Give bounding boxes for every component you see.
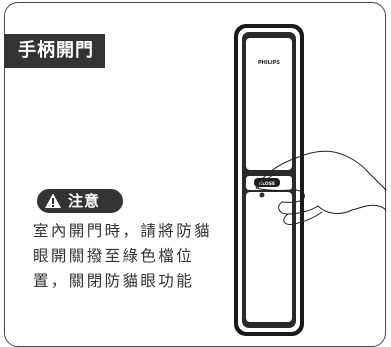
instruction-line: 眼開關撥至綠色檔位 bbox=[33, 247, 195, 265]
section-title: 手柄開門 bbox=[4, 34, 105, 68]
brand-logo: PHILIPS bbox=[258, 60, 280, 66]
instruction-line: 室內開門時，請將防貓 bbox=[33, 222, 213, 240]
hand-illustration bbox=[255, 150, 387, 225]
notice-badge: 注意 bbox=[37, 189, 123, 213]
close-button-label: CLOSE bbox=[259, 181, 275, 187]
instruction-line: 置，關閉防貓眼功能 bbox=[33, 272, 195, 290]
warning-triangle-icon bbox=[45, 193, 61, 208]
thumb-line bbox=[257, 171, 281, 189]
instruction-text: 室內開門時，請將防貓 眼開關撥至綠色檔位 置，關閉防貓眼功能 bbox=[33, 219, 233, 294]
lock-handle-lower bbox=[246, 192, 292, 322]
lock-face-upper bbox=[246, 38, 292, 170]
notice-label: 注意 bbox=[68, 192, 101, 210]
switch-knob bbox=[259, 192, 265, 198]
